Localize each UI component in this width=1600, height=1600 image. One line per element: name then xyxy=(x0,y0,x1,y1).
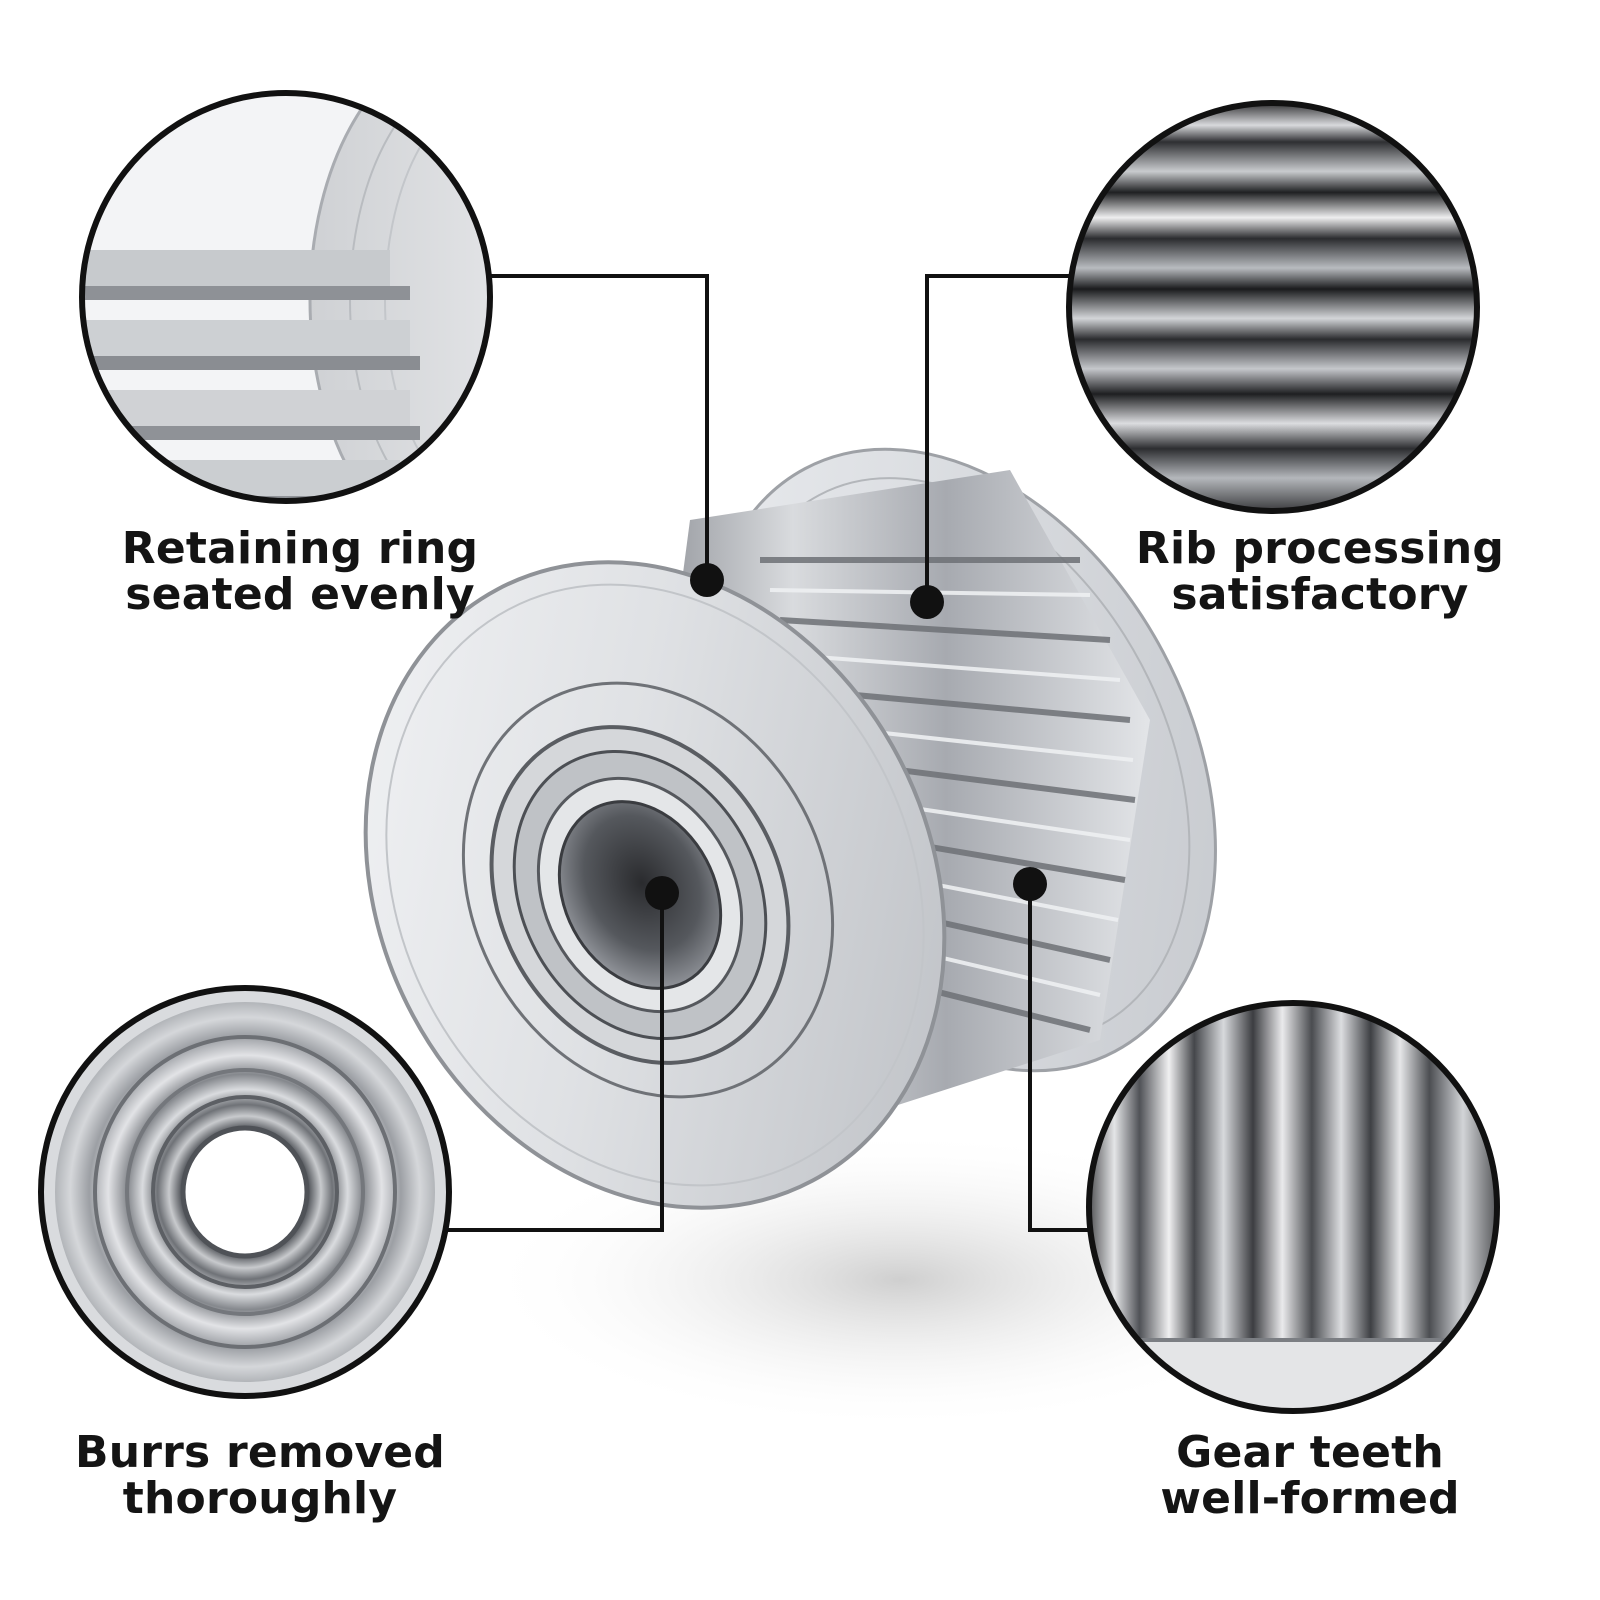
dot-gear xyxy=(1013,867,1047,901)
label-gear-line1: Gear teeth xyxy=(1176,1427,1444,1478)
connector-rib xyxy=(925,274,1070,600)
label-retaining-line2: seated evenly xyxy=(125,569,475,620)
label-rib-processing: Rib processing satisfactory xyxy=(1080,526,1560,618)
label-retaining-ring: Retaining ring seated evenly xyxy=(60,526,540,618)
pulley xyxy=(363,447,1217,1210)
label-gear-line2: well-formed xyxy=(1160,1473,1460,1524)
detail-circle-gear xyxy=(1086,1000,1500,1414)
connector-retaining xyxy=(488,274,709,578)
label-burrs-line2: thoroughly xyxy=(122,1473,398,1524)
detail-circle-rib xyxy=(1066,100,1480,514)
connector-lines xyxy=(448,274,1090,1232)
label-burrs-line1: Burrs removed xyxy=(74,1427,445,1478)
dot-retaining xyxy=(690,563,724,597)
label-gear-teeth: Gear teeth well-formed xyxy=(1070,1430,1550,1522)
detail-circle-burrs xyxy=(38,985,452,1399)
dot-burrs xyxy=(645,876,679,910)
label-rib-line1: Rib processing xyxy=(1135,523,1505,574)
label-burrs-removed: Burrs removed thoroughly xyxy=(20,1430,500,1522)
connector-gear xyxy=(1028,884,1090,1232)
dot-rib xyxy=(910,585,944,619)
connector-dots xyxy=(645,563,1047,910)
connector-burrs xyxy=(448,893,664,1232)
label-rib-line2: satisfactory xyxy=(1171,569,1469,620)
bore xyxy=(557,800,723,990)
label-retaining-line1: Retaining ring xyxy=(121,523,479,574)
detail-circle-retaining xyxy=(79,90,493,504)
